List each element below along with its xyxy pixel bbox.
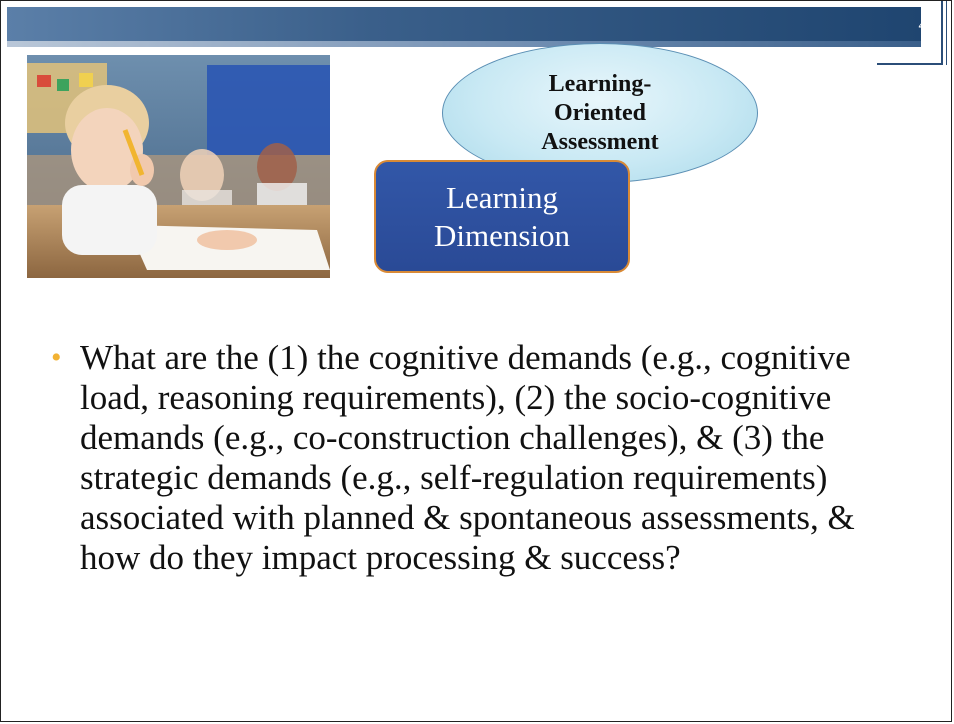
bullet-item: • What are the (1) the cognitive demands… bbox=[51, 338, 911, 578]
header-accent-strip bbox=[7, 41, 921, 47]
learning-dimension-box: Learning Dimension bbox=[374, 160, 630, 273]
oval-label: Learning- Oriented Assessment bbox=[541, 70, 659, 155]
learning-oriented-assessment-oval: Learning- Oriented Assessment bbox=[442, 43, 758, 183]
box-label: Learning Dimension bbox=[433, 179, 571, 253]
corner-rule bbox=[941, 1, 943, 65]
header-bar bbox=[7, 7, 921, 41]
corner-rule-thin bbox=[946, 1, 947, 65]
bullet-icon: • bbox=[51, 341, 62, 374]
page-number: 41 bbox=[918, 15, 936, 34]
classroom-photo-illustration bbox=[27, 55, 330, 278]
bullet-text: What are the (1) the cognitive demands (… bbox=[80, 338, 855, 577]
corner-rule-horizontal bbox=[877, 63, 943, 65]
classroom-photo bbox=[27, 55, 330, 278]
